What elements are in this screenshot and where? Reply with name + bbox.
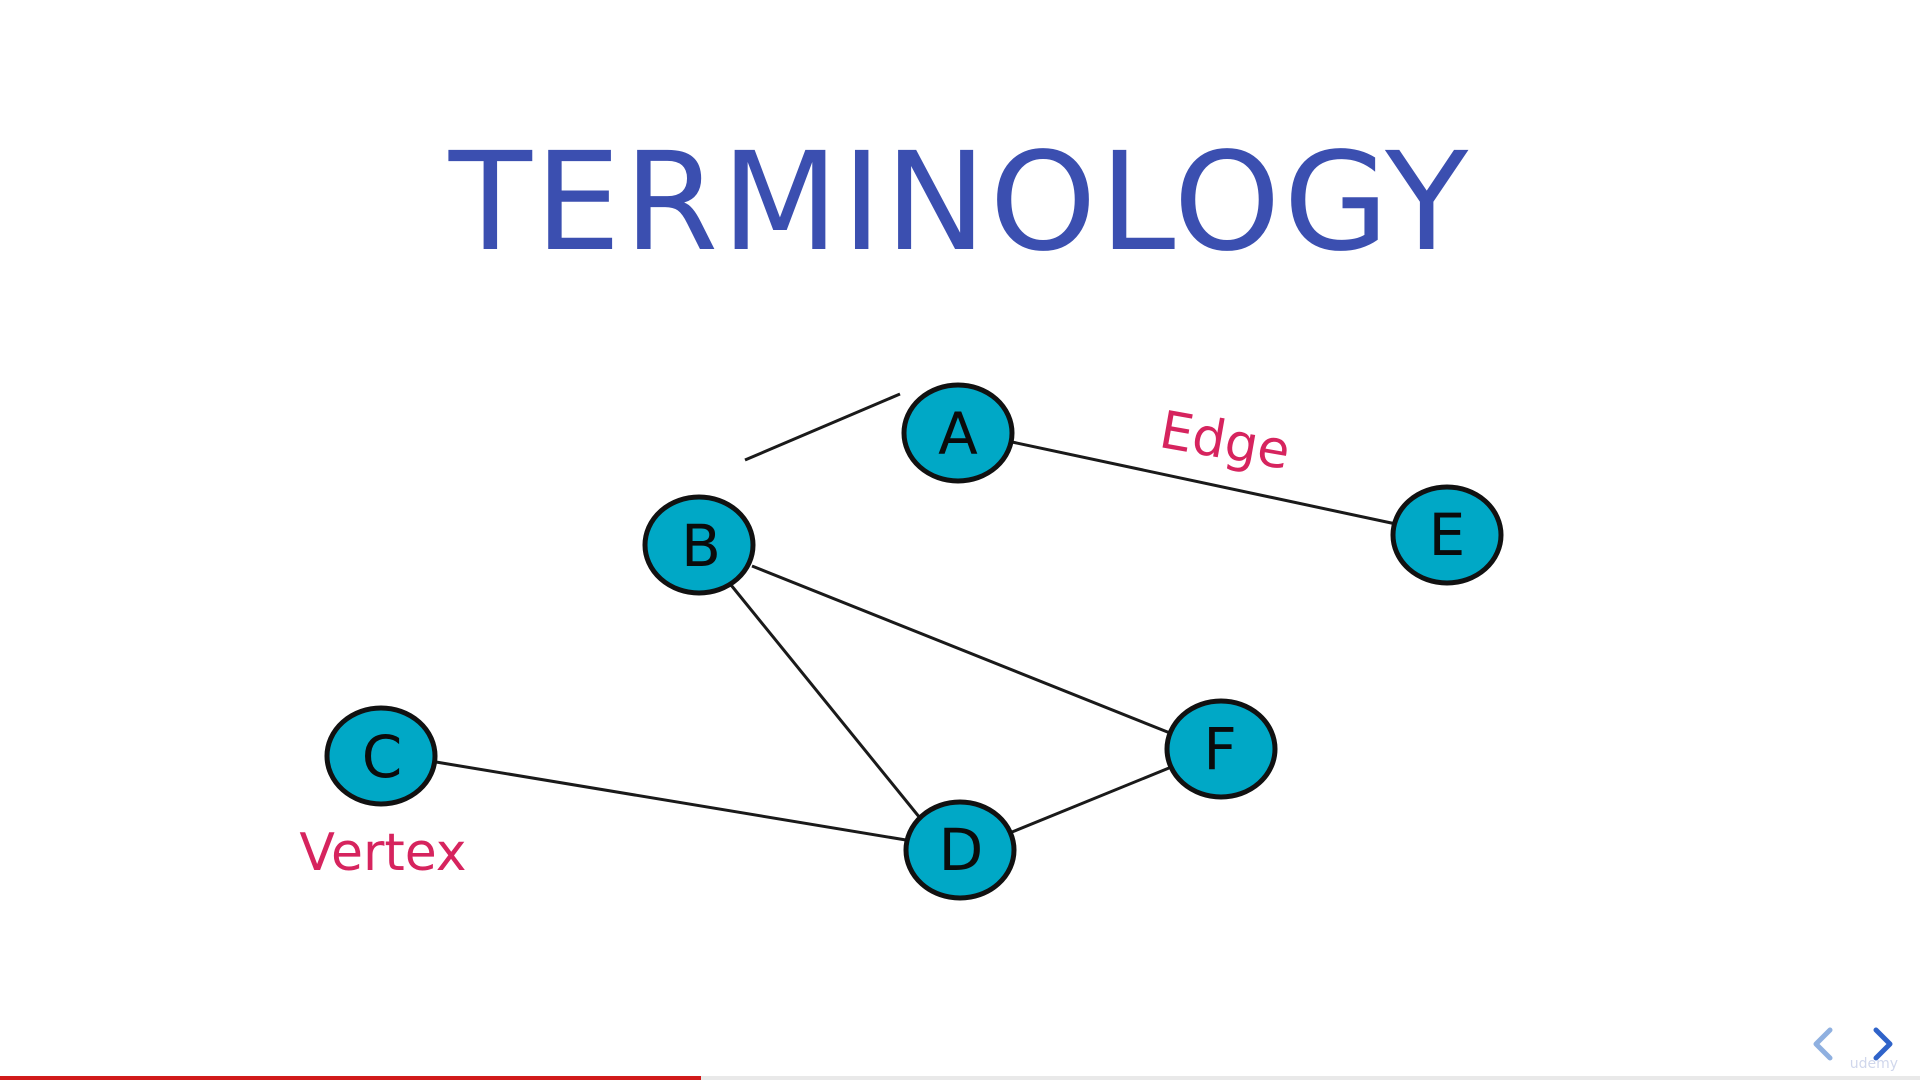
vertex-annotation: Vertex — [299, 823, 466, 883]
vertex-b: B — [642, 494, 756, 596]
edge-b-a — [744, 392, 901, 462]
edge-annotation: Edge — [1155, 400, 1294, 482]
edge-d-f — [1011, 766, 1170, 834]
udemy-watermark: udemy — [1849, 1056, 1898, 1072]
vertex-f: F — [1164, 698, 1278, 800]
prev-slide-button[interactable] — [1806, 1024, 1840, 1064]
video-progress-bar[interactable] — [0, 1076, 1920, 1080]
edge-c-d — [435, 760, 907, 842]
edge-b-d — [729, 584, 922, 819]
vertex-c: C — [324, 705, 438, 807]
edge-b-f — [751, 564, 1171, 735]
video-progress-fill — [0, 1076, 701, 1080]
chevron-right-icon — [1873, 1027, 1893, 1061]
vertex-d: D — [903, 799, 1017, 901]
vertex-a: A — [901, 382, 1015, 484]
vertex-e-label: E — [1429, 501, 1466, 569]
vertex-b-label: B — [681, 512, 721, 580]
slide-title: TERMINOLOGY — [448, 124, 1472, 282]
edge-a-e — [1011, 440, 1397, 526]
next-slide-button[interactable] — [1866, 1024, 1900, 1064]
slide-navigation — [1806, 1024, 1900, 1064]
vertex-a-label: A — [938, 400, 978, 468]
vertex-f-label: F — [1203, 715, 1236, 783]
vertex-d-label: D — [939, 816, 984, 884]
vertex-e: E — [1390, 484, 1504, 586]
vertex-c-label: C — [362, 723, 403, 791]
chevron-left-icon — [1813, 1027, 1833, 1061]
